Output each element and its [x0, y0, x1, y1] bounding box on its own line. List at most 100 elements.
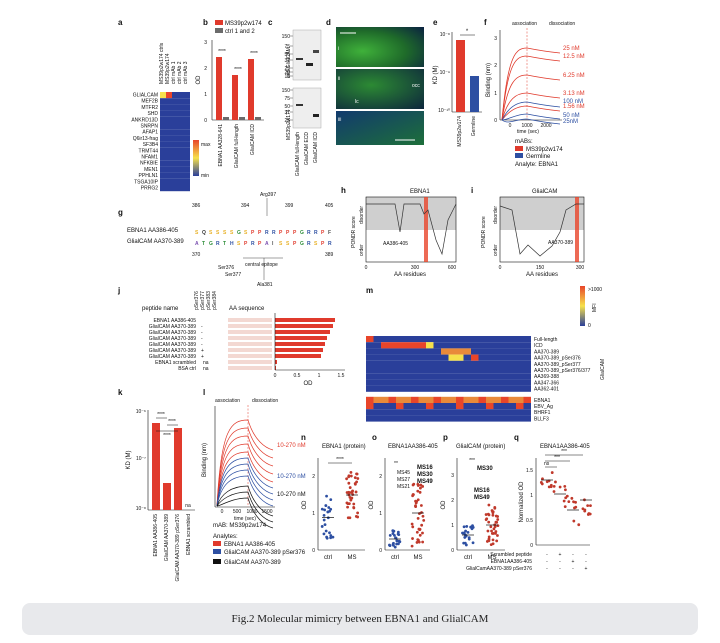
col-label: MS39p2w174 ctrls [159, 42, 165, 84]
data-point [345, 477, 349, 481]
heat-cell [486, 348, 494, 355]
data-point [414, 501, 418, 505]
mfi-min: 0 [588, 323, 591, 329]
col-header: pSer384 [212, 291, 218, 310]
seq-strip [228, 318, 272, 322]
heat-cell [172, 92, 178, 99]
y-axis-label: OD [441, 500, 447, 510]
ytick: 1 [204, 92, 207, 98]
condition-sign: + [559, 552, 562, 558]
data-point [465, 525, 469, 528]
legend-swatch-ctrl [215, 28, 223, 33]
panel-l-label: l [203, 388, 205, 397]
data-point [572, 519, 576, 523]
x-axis-label: AA residues [394, 272, 426, 278]
heat-cell [493, 409, 501, 416]
heat-cell [463, 336, 471, 343]
mab-germline: Germline [526, 154, 551, 160]
heat-cell [448, 396, 456, 403]
od-bar [275, 324, 333, 328]
data-point [354, 514, 358, 518]
heat-cell [463, 354, 471, 361]
heat-cell [403, 379, 411, 386]
heat-cell [448, 409, 456, 416]
micrograph-i [336, 27, 424, 67]
heat-cell [426, 342, 434, 349]
peptide-row: EBNA1 AA386-405 [153, 318, 196, 324]
panel-o-title: EBNA1AA386-405 [388, 444, 438, 450]
ser377: Ser377 [225, 272, 241, 278]
data-point [392, 543, 395, 547]
heat-cell [184, 104, 190, 111]
logo-residue: G [300, 230, 304, 236]
heat-cell [471, 336, 479, 343]
heat-cell [448, 367, 456, 374]
row-label: EBNA1AA386-405 [491, 559, 533, 565]
binding-curve [501, 101, 561, 121]
data-point [471, 524, 474, 527]
seqnum: 399 [285, 203, 294, 209]
bar-ctrl-glialcam-fl [239, 117, 245, 120]
sig: **** [168, 419, 176, 425]
row-label: TRMT44 [139, 148, 159, 154]
annot: MS30 [417, 472, 433, 478]
heat-cell [471, 342, 479, 349]
heat-cell [471, 409, 479, 416]
heat-cell [516, 403, 524, 410]
heat-cell [456, 354, 464, 361]
col-label: MS39p2w174 [165, 53, 171, 84]
panel-f-label: f [484, 18, 487, 27]
heat-cell [418, 336, 426, 343]
data-point [345, 491, 349, 494]
data-point [563, 505, 567, 509]
panel-q: q EBNA1AA386-405 Normalized OD 0 0.5 1 1… [466, 433, 592, 572]
row-label: GLIALCAM [133, 93, 158, 99]
panel-k: k 10⁻⁶ 10⁻⁷ 10⁻⁸ KD (M) na **** **** ***… [118, 388, 195, 582]
heat-cell [381, 373, 389, 380]
panel-p: p GlialCAM (protein) OD 0 1 2 3 *** MS30… [441, 433, 505, 561]
heat-cell [523, 373, 531, 380]
heat-cell [486, 342, 494, 349]
heat-cell [448, 403, 456, 410]
mw-marker: 150 [282, 88, 291, 94]
heat-cell [441, 409, 449, 416]
data-point [394, 536, 397, 540]
heat-cell [178, 129, 184, 136]
data-point [581, 507, 585, 511]
data-point [329, 507, 333, 511]
data-point [421, 514, 425, 518]
condition-sign: - [572, 552, 574, 558]
phase-dissociation: dissociation [252, 398, 278, 404]
disorder-label: disorder [493, 206, 499, 224]
panel-c-label: c [268, 18, 273, 27]
heat-cell [178, 98, 184, 105]
heat-cell [478, 336, 486, 343]
mfi-unit: MFI [592, 303, 598, 312]
data-point [352, 502, 356, 506]
heat-cell [433, 367, 441, 374]
x-category: ctrl [391, 555, 399, 561]
heat-cell [366, 367, 374, 374]
heat-cell [381, 409, 389, 416]
heat-cell [172, 135, 178, 142]
heat-cell [166, 160, 172, 167]
heat-cell [381, 379, 389, 386]
heat-cell [178, 172, 184, 179]
seq-strip [228, 354, 272, 358]
heat-cell [456, 373, 464, 380]
heat-cell [388, 336, 396, 343]
heat-cell [523, 409, 531, 416]
row-label: GlialCamAA370-389 pSer376 [466, 566, 532, 572]
heat-cell [426, 396, 434, 403]
heat-cell [388, 360, 396, 367]
ytick: 3 [494, 36, 497, 42]
row-glialcam: GlialCAM AA370-389 [127, 239, 184, 245]
heat-cell [411, 379, 419, 386]
svg-text:-: - [201, 324, 203, 330]
heat-cell [160, 185, 166, 192]
heat-cell [166, 129, 172, 136]
condition-sign: - [546, 559, 548, 565]
